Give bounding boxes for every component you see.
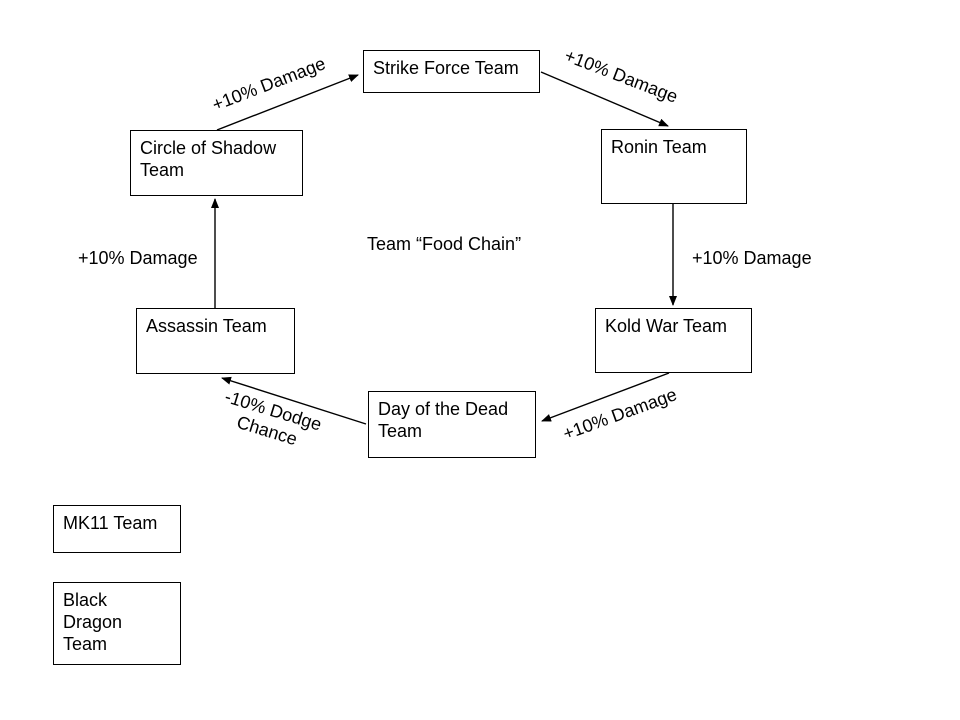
node-kold-war-team: Kold War Team [595,308,752,373]
node-ronin-team: Ronin Team [601,129,747,204]
node-strike-force-team: Strike Force Team [363,50,540,93]
arrow-kold-to-day [541,372,670,422]
node-day-of-the-dead-team: Day of the Dead Team [368,391,536,458]
arrow-circle-to-strike [216,74,359,131]
node-circle-of-shadow-team: Circle of Shadow Team [130,130,303,196]
diagram-title: Team “Food Chain” [367,234,522,254]
arrow-strike-to-ronin [540,71,669,127]
arrow-day-to-assassin [221,376,367,425]
node-mk11-team: MK11 Team [53,505,181,553]
node-assassin-team: Assassin Team [136,308,295,374]
node-black-dragon-team: Black Dragon Team [53,582,181,665]
edge-label-ronin-to-kold: +10% Damage [692,248,812,268]
edge-label-assassin-to-circle: +10% Damage [78,248,198,268]
